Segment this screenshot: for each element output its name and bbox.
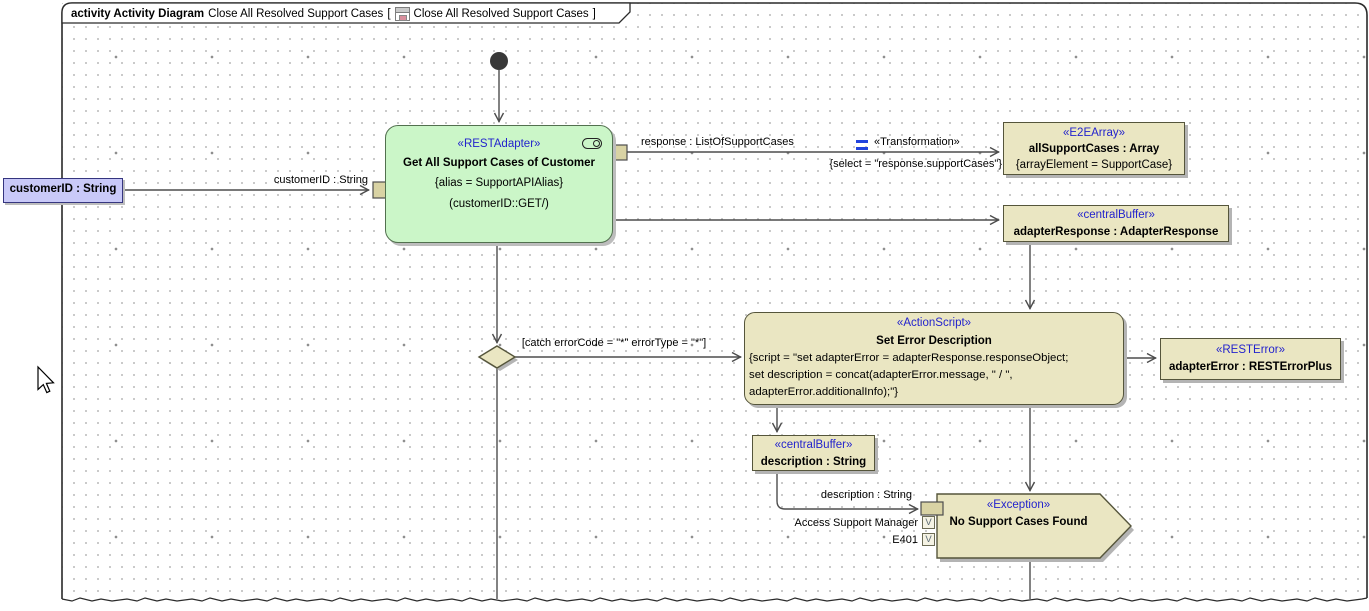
activity-diagram-icon: [394, 6, 410, 21]
frame-bracket-open: [: [387, 7, 391, 20]
description-pin-label: description : String: [820, 489, 912, 501]
transformation-select-label: {select = "response.supportCases"}: [829, 158, 1002, 170]
adapter-response-stereotype: «centralBuffer»: [1077, 209, 1155, 221]
frame-torn-bottom-edge: [61, 597, 1368, 602]
flow-description-to-exception[interactable]: [776, 471, 919, 515]
catch-guard-label: [catch errorCode = "*" errorType = "*"]: [521, 337, 707, 349]
action-script-stereotype: «ActionScript»: [896, 317, 972, 329]
exception-description-pin[interactable]: [920, 501, 944, 516]
exception-node[interactable]: [936, 493, 1132, 559]
frame-title-tab: [61, 2, 631, 24]
exception-title: No Support Cases Found: [949, 516, 1088, 528]
rest-adapter-alias-tag: {alias = SupportAPIAlias}: [434, 177, 564, 189]
e2e-array-stereotype: «E2EArray»: [1062, 127, 1125, 139]
adapter-response-title: adapterResponse : AdapterResponse: [1013, 226, 1219, 238]
dot-grid-background: [62, 3, 1367, 600]
rest-adapter-title: Get All Support Cases of Customer: [403, 157, 595, 169]
transformation-equals-icon: [856, 140, 868, 150]
frame-ref-name: Close All Resolved Support Cases: [413, 7, 589, 20]
rest-adapter-stereotype: «RESTAdapter»: [457, 138, 541, 150]
action-script-line-3: adapterError.additionalInfo);"}: [749, 386, 899, 398]
adapter-response-buffer-node[interactable]: «centralBuffer» adapterResponse : Adapte…: [1003, 205, 1229, 242]
frame-diagram-name: Close All Resolved Support Cases: [208, 7, 384, 20]
rest-adapter-decoration-icon: [582, 138, 602, 149]
rest-error-title: adapterError : RESTErrorPlus: [1169, 361, 1332, 373]
response-edge-label: response : ListOfSupportCases: [641, 136, 794, 148]
action-script-title: Set Error Description: [876, 335, 992, 347]
action-script-node[interactable]: «ActionScript» Set Error Description {sc…: [744, 312, 1124, 405]
value-pin-glyph: V: [925, 534, 932, 545]
description-buffer-title: description : String: [760, 456, 867, 468]
initial-node[interactable]: [490, 52, 508, 70]
customer-id-edge-label: customerID : String: [273, 174, 368, 186]
rest-adapter-action-node[interactable]: «RESTAdapter» Get All Support Cases of C…: [385, 125, 613, 243]
mouse-cursor-icon: [37, 365, 55, 394]
description-buffer-stereotype: «centralBuffer»: [774, 439, 853, 451]
e2e-array-title: allSupportCases : Array: [1028, 143, 1160, 155]
frame-kind-label: activity Activity Diagram: [71, 7, 205, 20]
customer-id-object-node[interactable]: customerID : String: [3, 178, 123, 203]
rest-adapter-params: (customerID::GET/): [449, 198, 549, 210]
transformation-stereotype-label: «Transformation»: [874, 136, 960, 148]
rest-error-node[interactable]: «RESTError» adapterError : RESTErrorPlus: [1160, 338, 1341, 380]
access-support-manager-pin-label: Access Support Manager: [794, 517, 918, 529]
exception-value-pin-e401[interactable]: V: [922, 533, 935, 546]
action-script-line-2: set description = concat(adapterError.me…: [749, 369, 1013, 381]
frame-bracket-close: ]: [592, 7, 596, 20]
exception-value-pin-access[interactable]: V: [922, 516, 935, 529]
e2e-array-node[interactable]: «E2EArray» allSupportCases : Array {arra…: [1003, 122, 1185, 175]
customer-id-object-label: customerID : String: [9, 183, 117, 195]
value-pin-glyph: V: [925, 517, 932, 528]
e2e-array-tag: {arrayElement = SupportCase}: [1015, 159, 1173, 171]
e401-pin-label: E401: [892, 534, 918, 546]
decision-node[interactable]: [477, 345, 517, 369]
action-script-line-1: {script = "set adapterError = adapterRes…: [749, 352, 1069, 364]
exception-stereotype: «Exception»: [986, 499, 1051, 511]
frame-title: activity Activity Diagram Close All Reso…: [71, 6, 596, 21]
rest-error-stereotype: «RESTError»: [1215, 344, 1286, 356]
description-buffer-node[interactable]: «centralBuffer» description : String: [752, 435, 875, 471]
